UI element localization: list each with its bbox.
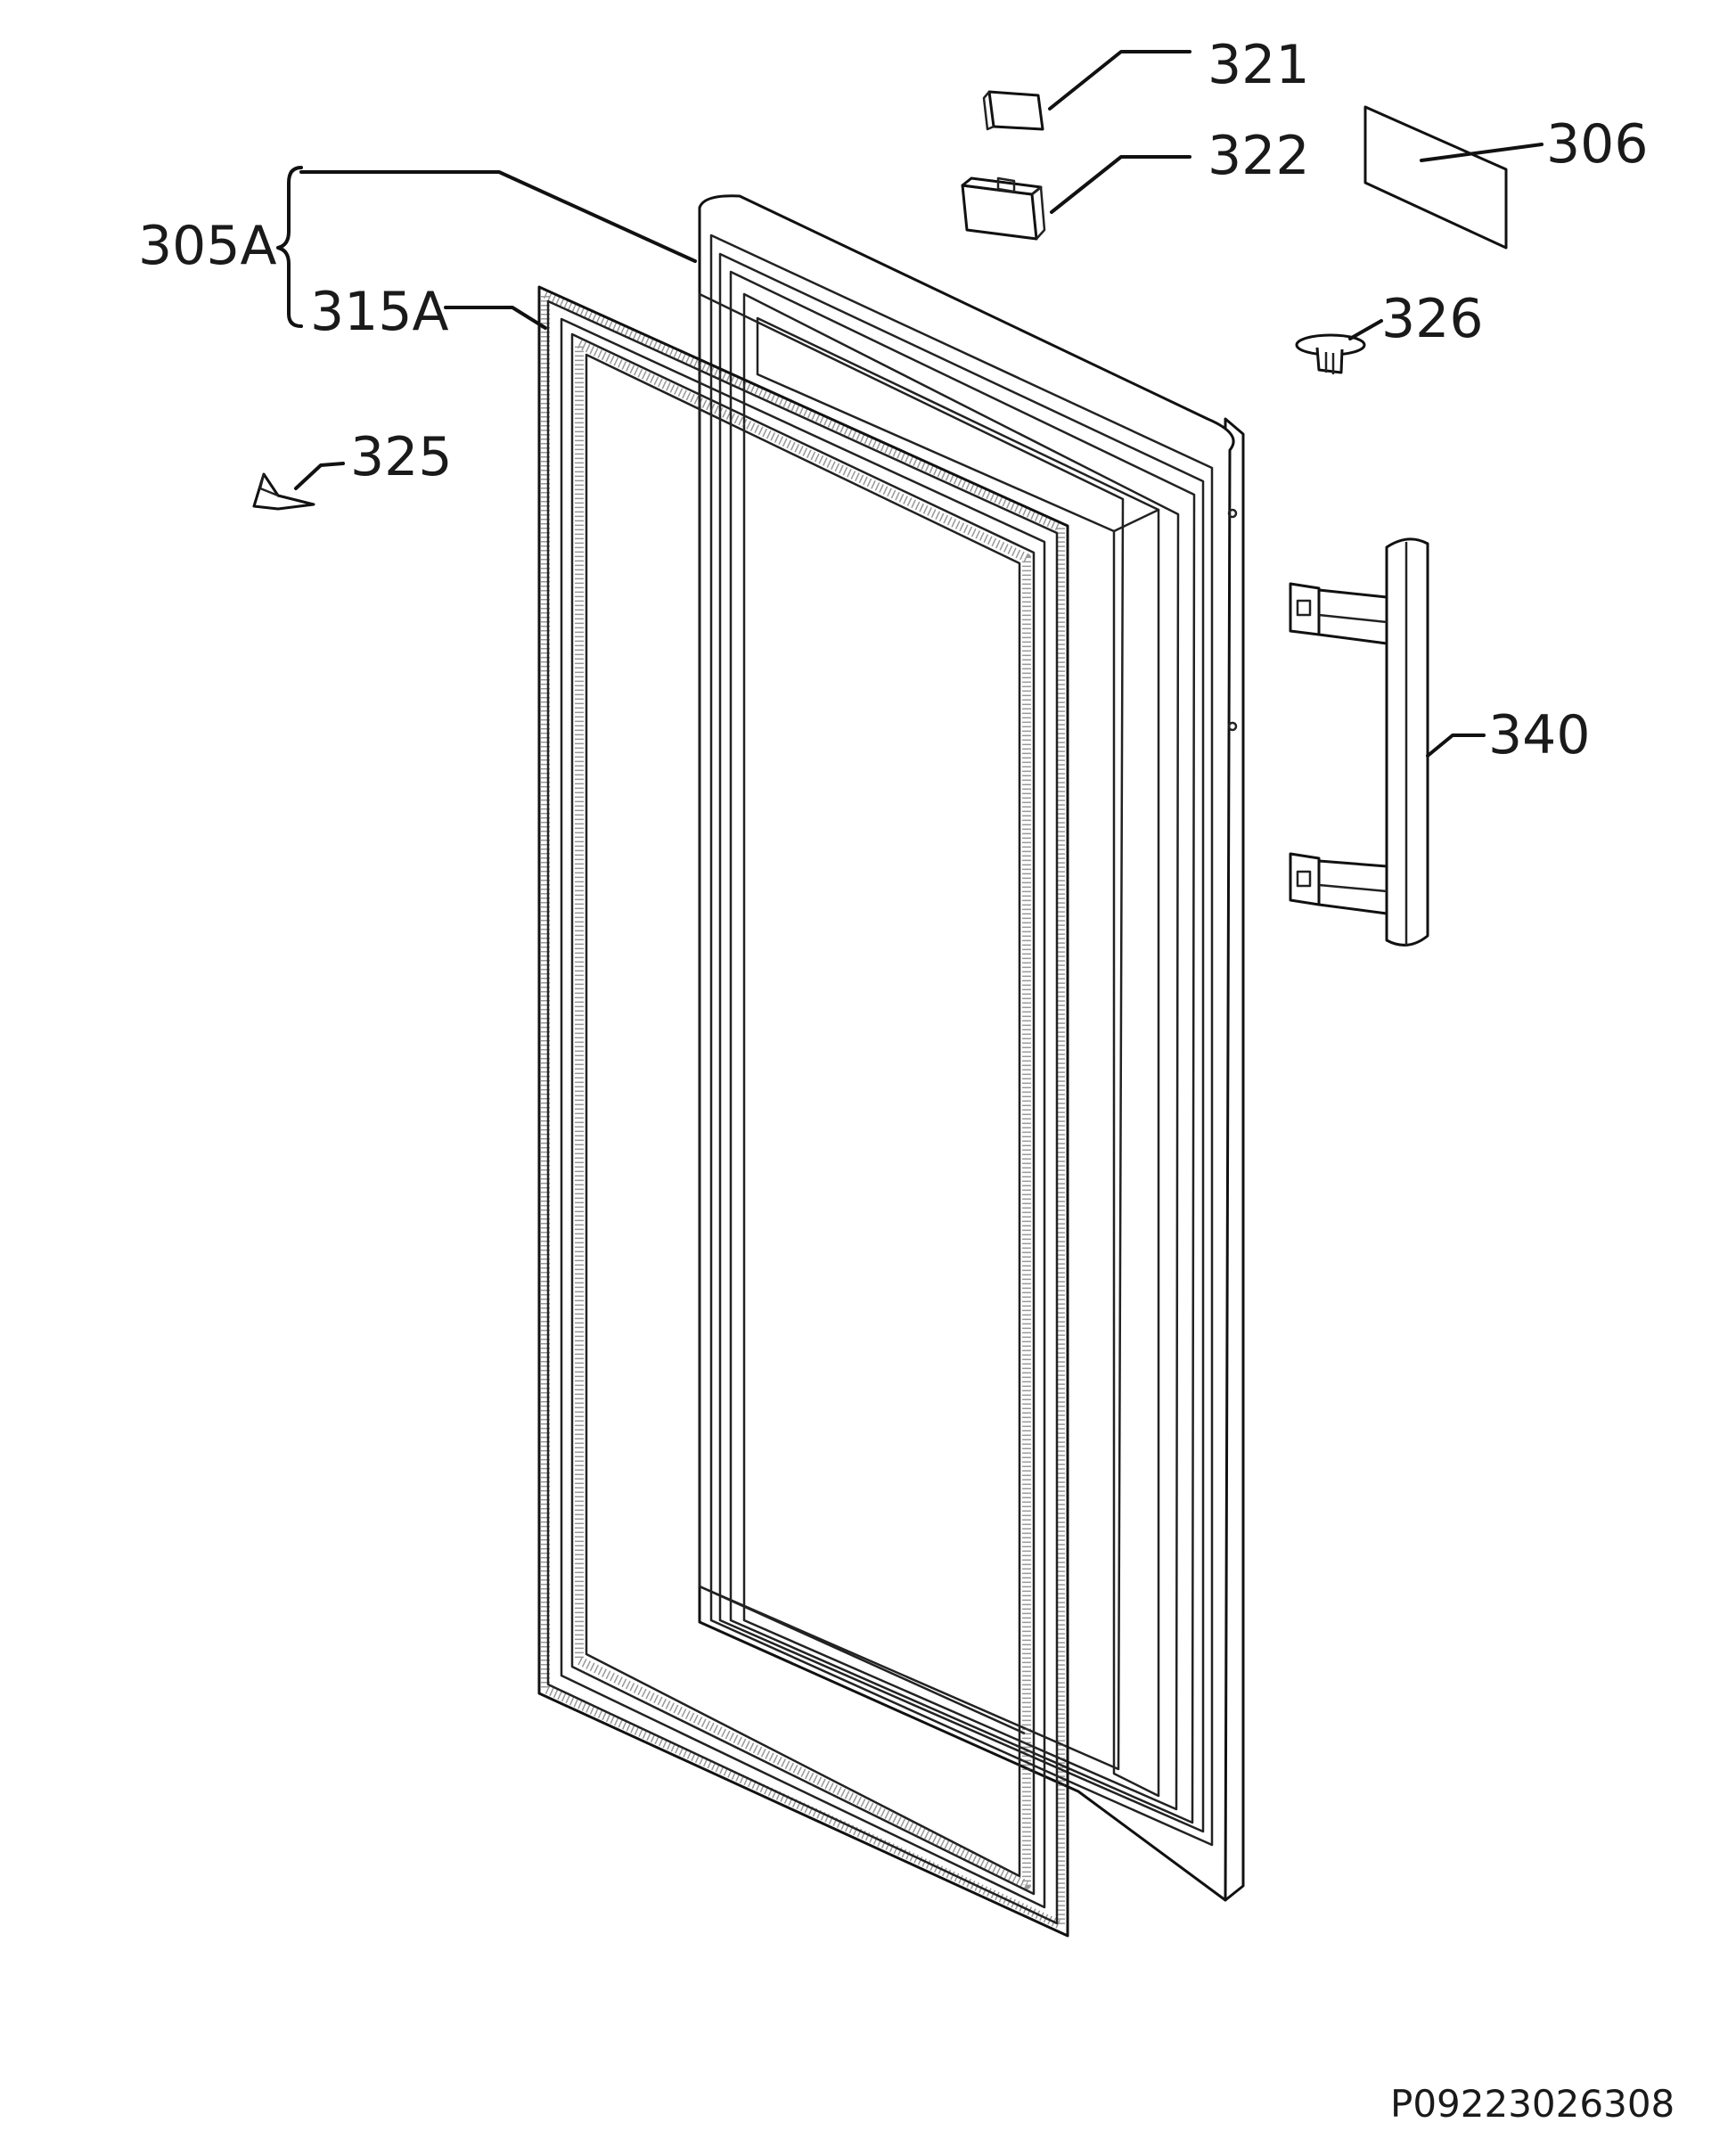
door-gasket [537,285,1069,1938]
callout-325: 325 [350,426,453,488]
drawing-code: P09223026308 [1390,2082,1675,2126]
part-322-switch [961,176,1046,241]
leader-lines [276,50,1544,758]
callout-340: 340 [1488,704,1591,766]
part-340-handle [1289,537,1429,947]
part-325-pin [252,472,315,511]
callout-321: 321 [1208,34,1310,96]
part-306-label [1363,105,1508,250]
part-326-clip [1295,333,1366,374]
callout-315A: 315A [310,281,449,343]
callout-322: 322 [1208,125,1310,187]
part-321-cover [982,90,1044,131]
callout-306: 306 [1546,113,1649,176]
callout-326: 326 [1381,288,1484,350]
callout-305A: 305A [138,215,277,277]
door-panel [698,194,1245,1902]
